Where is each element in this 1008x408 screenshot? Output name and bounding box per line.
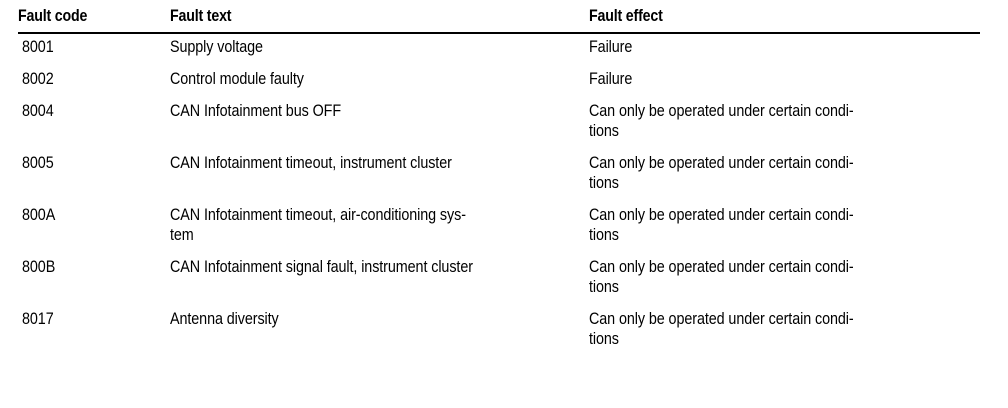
table-header: Fault code Fault text Fault effect bbox=[18, 0, 980, 25]
column-header-fault-code: Fault code bbox=[18, 0, 149, 25]
cell-fault-code-wrap: 800B bbox=[22, 257, 170, 277]
cell-fault-effect: Can only be operated under certain condi… bbox=[589, 245, 980, 297]
cell-fault-code-wrap: 8001 bbox=[22, 37, 170, 57]
cell-fault-code-line: 800A bbox=[22, 205, 56, 224]
cell-fault-code: 8002 bbox=[18, 57, 170, 89]
fault-code-table: Fault code Fault text Fault effect 8001 bbox=[18, 0, 980, 349]
cell-fault-text-line: CAN Infotainment bus OFF bbox=[170, 101, 342, 120]
table-row: 8005 CAN Infotainment timeout, instrumen… bbox=[18, 141, 980, 193]
cell-fault-text-line: CAN Infotainment signal fault, instrumen… bbox=[170, 257, 473, 276]
cell-fault-code-line: 8017 bbox=[22, 309, 54, 328]
column-header-fault-effect-label: Fault effect bbox=[589, 7, 663, 25]
cell-fault-effect-wrap: Can only be operated under certain condi… bbox=[589, 257, 980, 297]
cell-fault-text-line: Control module faulty bbox=[170, 69, 304, 88]
cell-fault-code-wrap: 8004 bbox=[22, 101, 170, 121]
cell-fault-text-wrap: CAN Infotainment bus OFF bbox=[170, 101, 589, 121]
cell-fault-effect: Failure bbox=[589, 25, 980, 57]
cell-fault-text-wrap: Antenna diversity bbox=[170, 309, 589, 329]
table-row: 800B CAN Infotainment signal fault, inst… bbox=[18, 245, 980, 297]
header-divider-rule bbox=[18, 32, 980, 34]
cell-fault-text-wrap: Control module faulty bbox=[170, 69, 589, 89]
cell-fault-text-line: tem bbox=[170, 225, 194, 244]
cell-fault-effect: Can only be operated under certain condi… bbox=[589, 193, 980, 245]
cell-fault-text-line: Supply voltage bbox=[170, 37, 263, 56]
table-row: 8017 Antenna diversity Can only be opera… bbox=[18, 297, 980, 349]
cell-fault-code-line: 8001 bbox=[22, 37, 54, 56]
cell-fault-effect-line: tions bbox=[589, 225, 619, 244]
cell-fault-code-line: 8004 bbox=[22, 101, 54, 120]
cell-fault-text: Supply voltage bbox=[170, 25, 589, 57]
cell-fault-text-wrap: Supply voltage bbox=[170, 37, 589, 57]
cell-fault-effect-line: tions bbox=[589, 277, 619, 296]
cell-fault-code-wrap: 8017 bbox=[22, 309, 170, 329]
cell-fault-effect-line: tions bbox=[589, 121, 619, 140]
table-row: 800A CAN Infotainment timeout, air-condi… bbox=[18, 193, 980, 245]
cell-fault-text: CAN Infotainment timeout, air-conditioni… bbox=[170, 193, 589, 245]
cell-fault-code: 8017 bbox=[18, 297, 170, 349]
cell-fault-effect-wrap: Failure bbox=[589, 69, 980, 89]
column-header-fault-code-label: Fault code bbox=[18, 7, 88, 25]
cell-fault-text-line: Antenna diversity bbox=[170, 309, 279, 328]
table-row: 8004 CAN Infotainment bus OFF Can only b… bbox=[18, 89, 980, 141]
cell-fault-text-line: CAN Infotainment timeout, air-conditioni… bbox=[170, 205, 466, 224]
cell-fault-text: CAN Infotainment bus OFF bbox=[170, 89, 589, 141]
cell-fault-effect-line: Can only be operated under certain condi… bbox=[589, 153, 854, 172]
cell-fault-code-line: 8002 bbox=[22, 69, 54, 88]
cell-fault-effect-line: tions bbox=[589, 329, 619, 348]
cell-fault-text-wrap: CAN Infotainment timeout, instrument clu… bbox=[170, 153, 589, 173]
cell-fault-text-wrap: CAN Infotainment timeout, air-conditioni… bbox=[170, 205, 589, 245]
cell-fault-code: 800B bbox=[18, 245, 170, 297]
cell-fault-code: 8004 bbox=[18, 89, 170, 141]
cell-fault-code-wrap: 800A bbox=[22, 205, 170, 225]
column-header-fault-text-label: Fault text bbox=[170, 7, 232, 25]
cell-fault-effect-wrap: Failure bbox=[589, 37, 980, 57]
table-body: 8001 Supply voltage Failure 8 bbox=[18, 25, 980, 349]
cell-fault-code-wrap: 8002 bbox=[22, 69, 170, 89]
cell-fault-effect: Can only be operated under certain condi… bbox=[589, 297, 980, 349]
cell-fault-text: Control module faulty bbox=[170, 57, 589, 89]
cell-fault-effect: Failure bbox=[589, 57, 980, 89]
cell-fault-effect: Can only be operated under certain condi… bbox=[589, 141, 980, 193]
cell-fault-text-line: CAN Infotainment timeout, instrument clu… bbox=[170, 153, 452, 172]
cell-fault-text: Antenna diversity bbox=[170, 297, 589, 349]
cell-fault-effect-line: tions bbox=[589, 173, 619, 192]
cell-fault-effect-line: Failure bbox=[589, 37, 633, 56]
cell-fault-effect-line: Can only be operated under certain condi… bbox=[589, 205, 854, 224]
cell-fault-code: 8005 bbox=[18, 141, 170, 193]
cell-fault-code: 8001 bbox=[18, 25, 170, 57]
cell-fault-effect-wrap: Can only be operated under certain condi… bbox=[589, 205, 980, 245]
cell-fault-text: CAN Infotainment signal fault, instrumen… bbox=[170, 245, 589, 297]
cell-fault-effect-line: Failure bbox=[589, 69, 633, 88]
table-row: 8001 Supply voltage Failure bbox=[18, 25, 980, 57]
cell-fault-code-wrap: 8005 bbox=[22, 153, 170, 173]
cell-fault-code-line: 800B bbox=[22, 257, 56, 276]
cell-fault-text-wrap: CAN Infotainment signal fault, instrumen… bbox=[170, 257, 589, 277]
cell-fault-effect-wrap: Can only be operated under certain condi… bbox=[589, 153, 980, 193]
table-row: 8002 Control module faulty Failure bbox=[18, 57, 980, 89]
column-header-fault-effect: Fault effect bbox=[589, 0, 925, 25]
cell-fault-effect-wrap: Can only be operated under certain condi… bbox=[589, 101, 980, 141]
cell-fault-effect-line: Can only be operated under certain condi… bbox=[589, 309, 854, 328]
table-header-row: Fault code Fault text Fault effect bbox=[18, 0, 980, 25]
cell-fault-text: CAN Infotainment timeout, instrument clu… bbox=[170, 141, 589, 193]
column-header-fault-text: Fault text bbox=[170, 0, 530, 25]
cell-fault-effect-line: Can only be operated under certain condi… bbox=[589, 101, 854, 120]
cell-fault-code: 800A bbox=[18, 193, 170, 245]
cell-fault-effect-wrap: Can only be operated under certain condi… bbox=[589, 309, 980, 349]
cell-fault-code-line: 8005 bbox=[22, 153, 54, 172]
cell-fault-effect-line: Can only be operated under certain condi… bbox=[589, 257, 854, 276]
cell-fault-effect: Can only be operated under certain condi… bbox=[589, 89, 980, 141]
